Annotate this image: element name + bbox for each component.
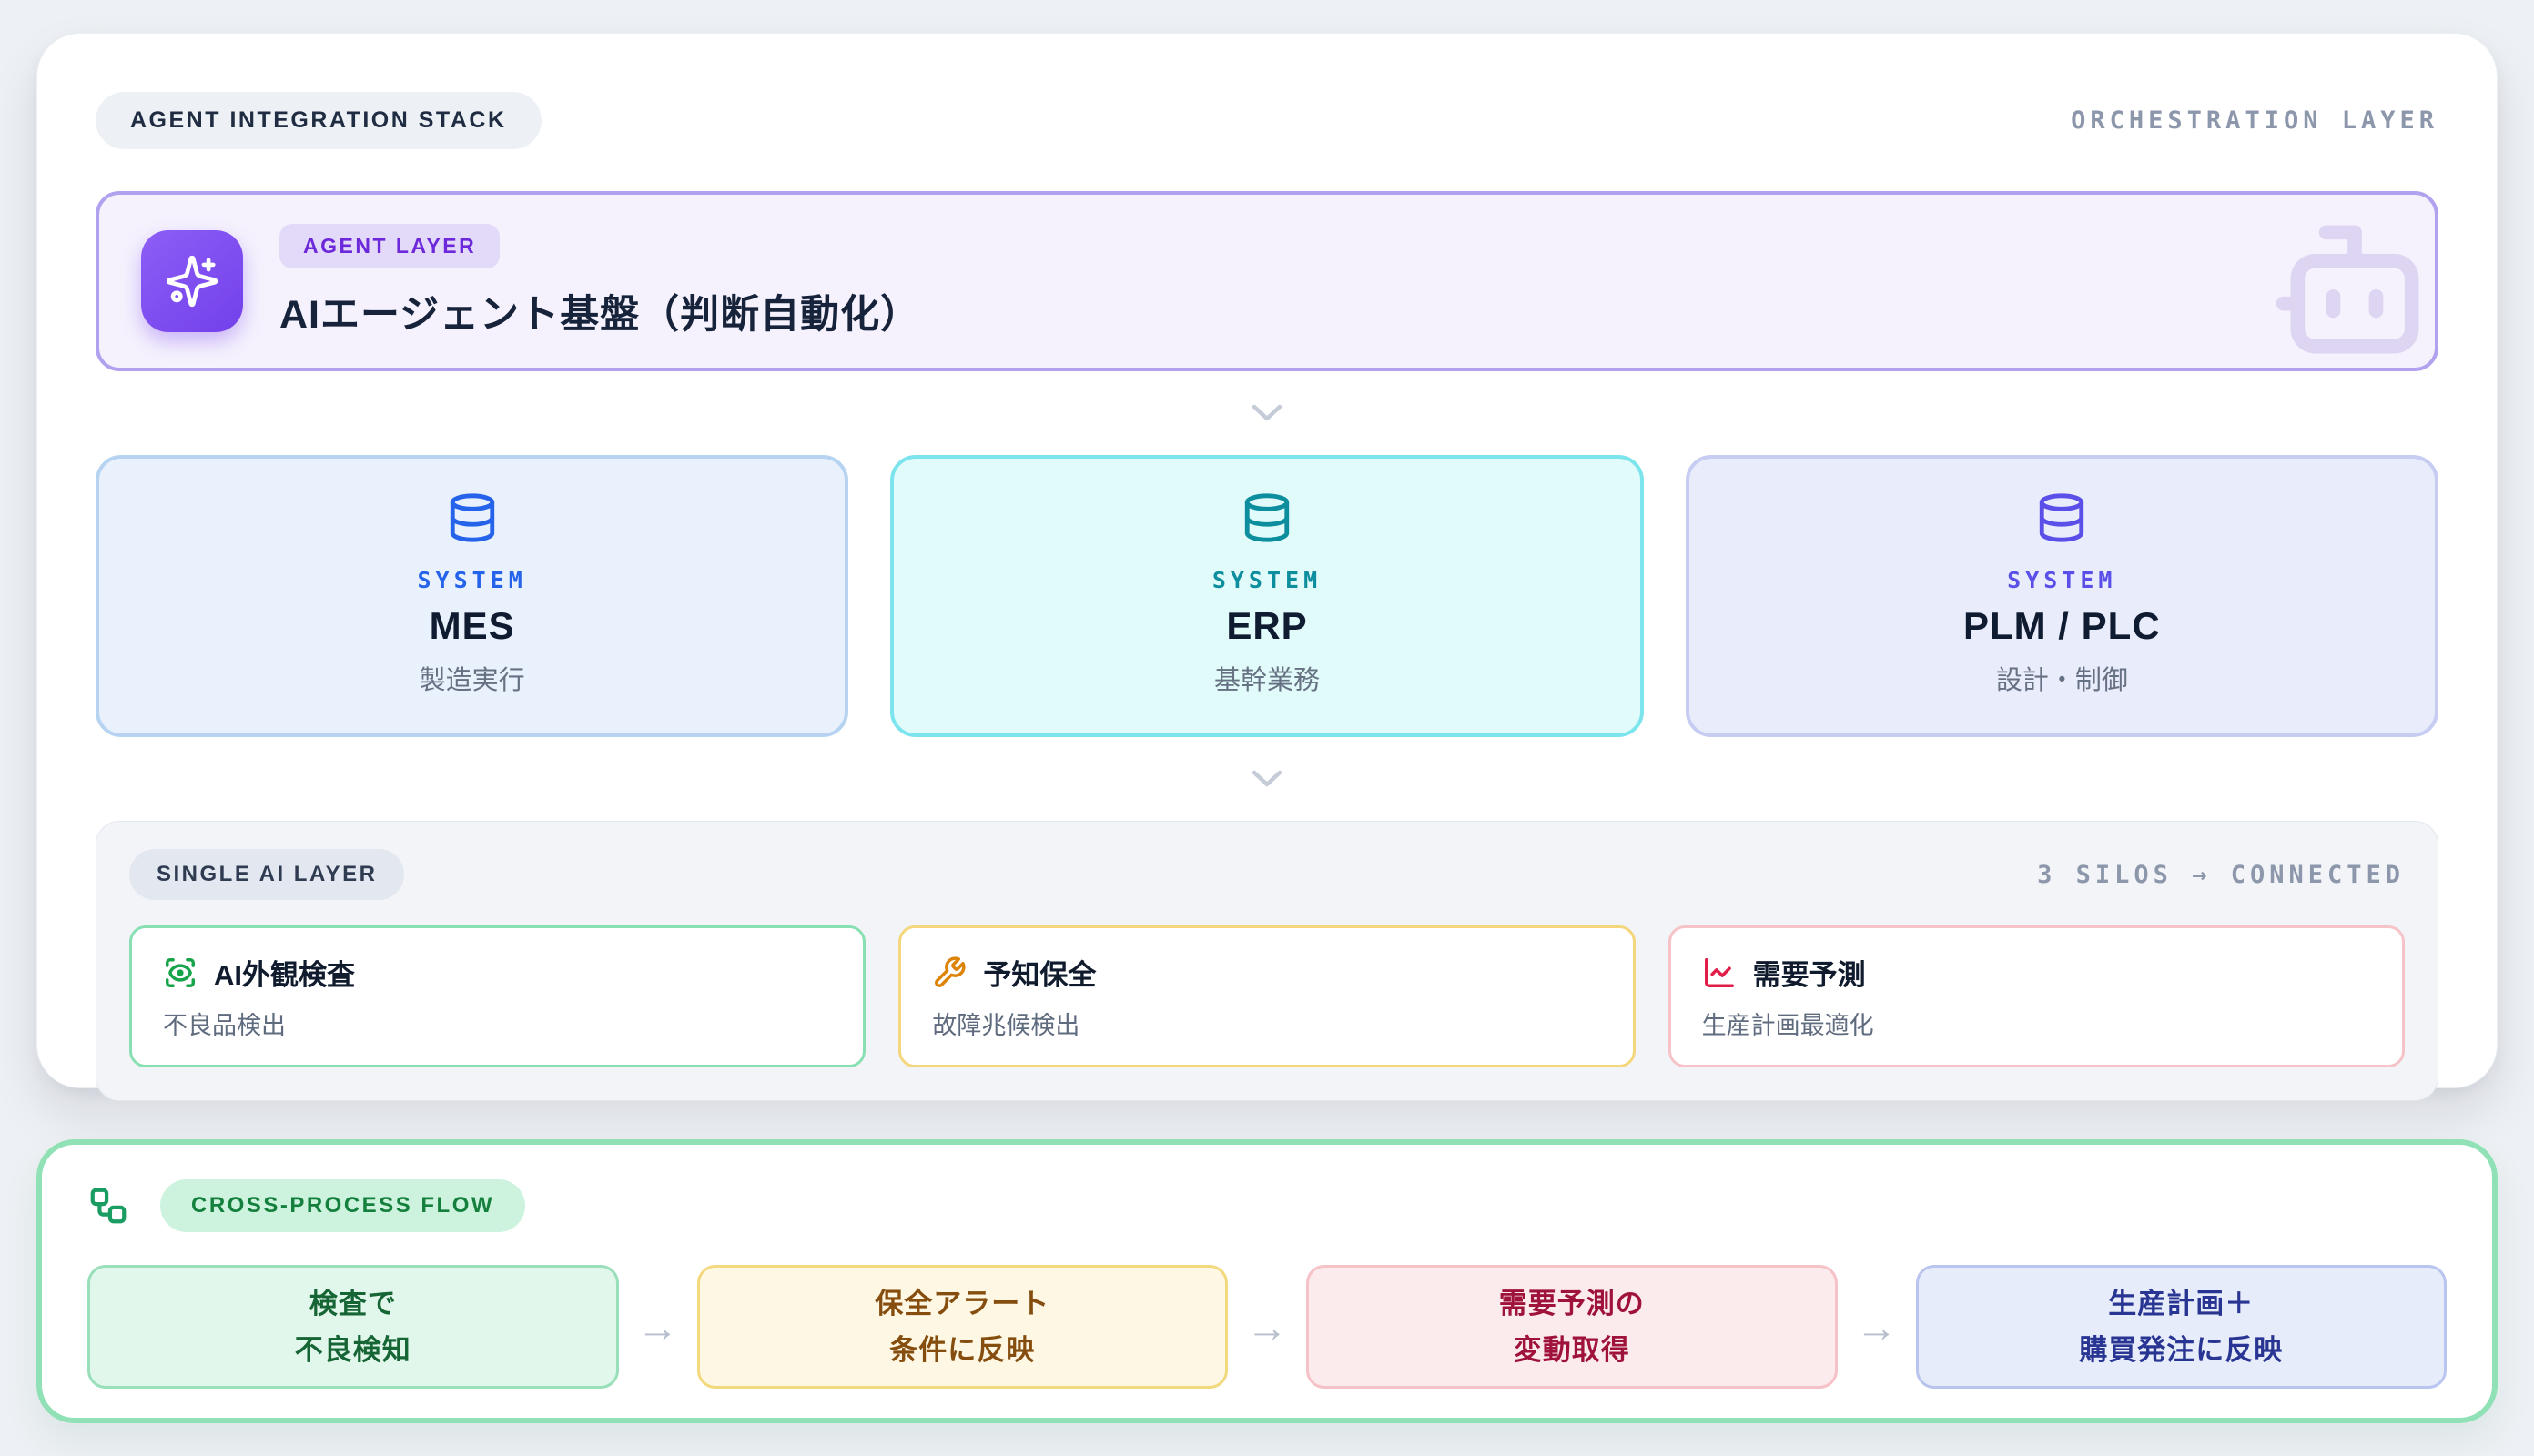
system-card-erp: SYSTEM ERP 基幹業務 [890, 455, 1644, 737]
system-subtitle: 設計・制御 [1995, 666, 2128, 695]
ai-card-subtitle: 不良品検出 [163, 1012, 286, 1039]
cross-process-header: CROSS-PROCESS FLOW [87, 1179, 2447, 1232]
stack-badge: AGENT INTEGRATION STACK [96, 92, 542, 149]
system-label: SYSTEM [417, 567, 527, 593]
chevron-down-icon [96, 395, 2438, 431]
robot-icon [2269, 204, 2435, 368]
agent-layer-text: AGENT LAYER AIエージェント基盤（判断自動化） [279, 223, 921, 339]
ai-card-subtitle: 生産計画最適化 [1701, 1012, 1874, 1039]
sparkles-icon [141, 230, 243, 332]
system-subtitle: 製造実行 [419, 666, 525, 695]
flow-step-line2: 変動取得 [1513, 1334, 1630, 1367]
agent-integration-stack-panel: AGENT INTEGRATION STACK ORCHESTRATION LA… [36, 33, 2498, 1101]
agent-layer-title: AIエージェント基盤（判断自動化） [279, 292, 921, 337]
ai-card-demand-forecast: 需要予測 生産計画最適化 [1667, 925, 2405, 1067]
systems-row: SYSTEM MES 製造実行 SYSTEM ERP 基幹業務 [96, 455, 2438, 737]
ai-card-title: 需要予測 [1752, 959, 1866, 991]
ai-card-visual-inspection: AI外観検査 不良品検出 [129, 925, 867, 1067]
agent-layer-badge: AGENT LAYER [279, 223, 501, 268]
system-card-mes: SYSTEM MES 製造実行 [96, 455, 849, 737]
arrow-right-icon: → [1855, 1303, 1898, 1351]
ai-card-title: 予知保全 [983, 959, 1097, 991]
system-name: ERP [1226, 604, 1308, 647]
cross-process-steps: 検査で 不良検知 → 保全アラート 条件に反映 → 需要予測の 変動取得 → 生… [87, 1265, 2447, 1390]
database-icon [2035, 491, 2088, 544]
ai-card-title: AI外観検査 [214, 959, 355, 991]
flow-step-demand-change: 需要予測の 変動取得 [1306, 1265, 1838, 1390]
orchestration-layer-label: ORCHESTRATION LAYER [2071, 106, 2438, 135]
wrench-icon [932, 956, 967, 990]
system-name: MES [429, 604, 515, 647]
flow-step-line1: 検査で [309, 1288, 397, 1320]
ai-cards-row: AI外観検査 不良品検出 予知保全 故障兆候検出 [129, 925, 2405, 1067]
flow-step-line1: 需要予測の [1498, 1288, 1645, 1320]
database-icon [1241, 491, 1293, 544]
flow-step-line1: 生産計画＋ [2108, 1288, 2255, 1320]
system-subtitle: 基幹業務 [1213, 666, 1320, 695]
flow-step-line2: 不良検知 [294, 1334, 411, 1367]
single-ai-layer-badge: SINGLE AI LAYER [129, 849, 405, 900]
flow-step-line2: 条件に反映 [889, 1334, 1036, 1367]
flow-step-line1: 保全アラート [875, 1288, 1050, 1320]
line-chart-icon [1702, 956, 1737, 990]
arrow-right-icon: → [1246, 1303, 1288, 1351]
cross-process-flow-panel: CROSS-PROCESS FLOW 検査で 不良検知 → 保全アラート 条件に… [36, 1139, 2498, 1423]
scan-eye-icon [163, 956, 198, 990]
chevron-down-icon [96, 761, 2438, 797]
silos-connected-label: 3 SILOS → CONNECTED [2037, 860, 2405, 889]
single-ai-layer-panel: SINGLE AI LAYER 3 SILOS → CONNECTED [96, 821, 2438, 1101]
panel-header: AGENT INTEGRATION STACK ORCHESTRATION LA… [96, 92, 2438, 149]
agent-layer-card: AGENT LAYER AIエージェント基盤（判断自動化） [96, 191, 2438, 371]
system-label: SYSTEM [2007, 567, 2117, 593]
system-name: PLM / PLC [1962, 604, 2161, 647]
flow-step-inspection: 検査で 不良検知 [87, 1265, 619, 1390]
arrow-right-icon: → [636, 1303, 679, 1351]
ai-card-subtitle: 故障兆候検出 [932, 1012, 1080, 1039]
database-icon [446, 491, 499, 544]
flow-step-production-plan: 生産計画＋ 購買発注に反映 [1915, 1265, 2447, 1390]
single-ai-layer-header: SINGLE AI LAYER 3 SILOS → CONNECTED [129, 849, 2405, 900]
ai-card-predictive-maintenance: 予知保全 故障兆候検出 [898, 925, 1636, 1067]
system-card-plm-plc: SYSTEM PLM / PLC 設計・制御 [1685, 455, 2438, 737]
system-label: SYSTEM [1211, 567, 1323, 593]
flow-step-line2: 購買発注に反映 [2079, 1334, 2284, 1367]
workflow-icon [87, 1185, 129, 1227]
flow-step-maintenance-alert: 保全アラート 条件に反映 [696, 1265, 1228, 1390]
cross-process-badge: CROSS-PROCESS FLOW [160, 1179, 526, 1232]
